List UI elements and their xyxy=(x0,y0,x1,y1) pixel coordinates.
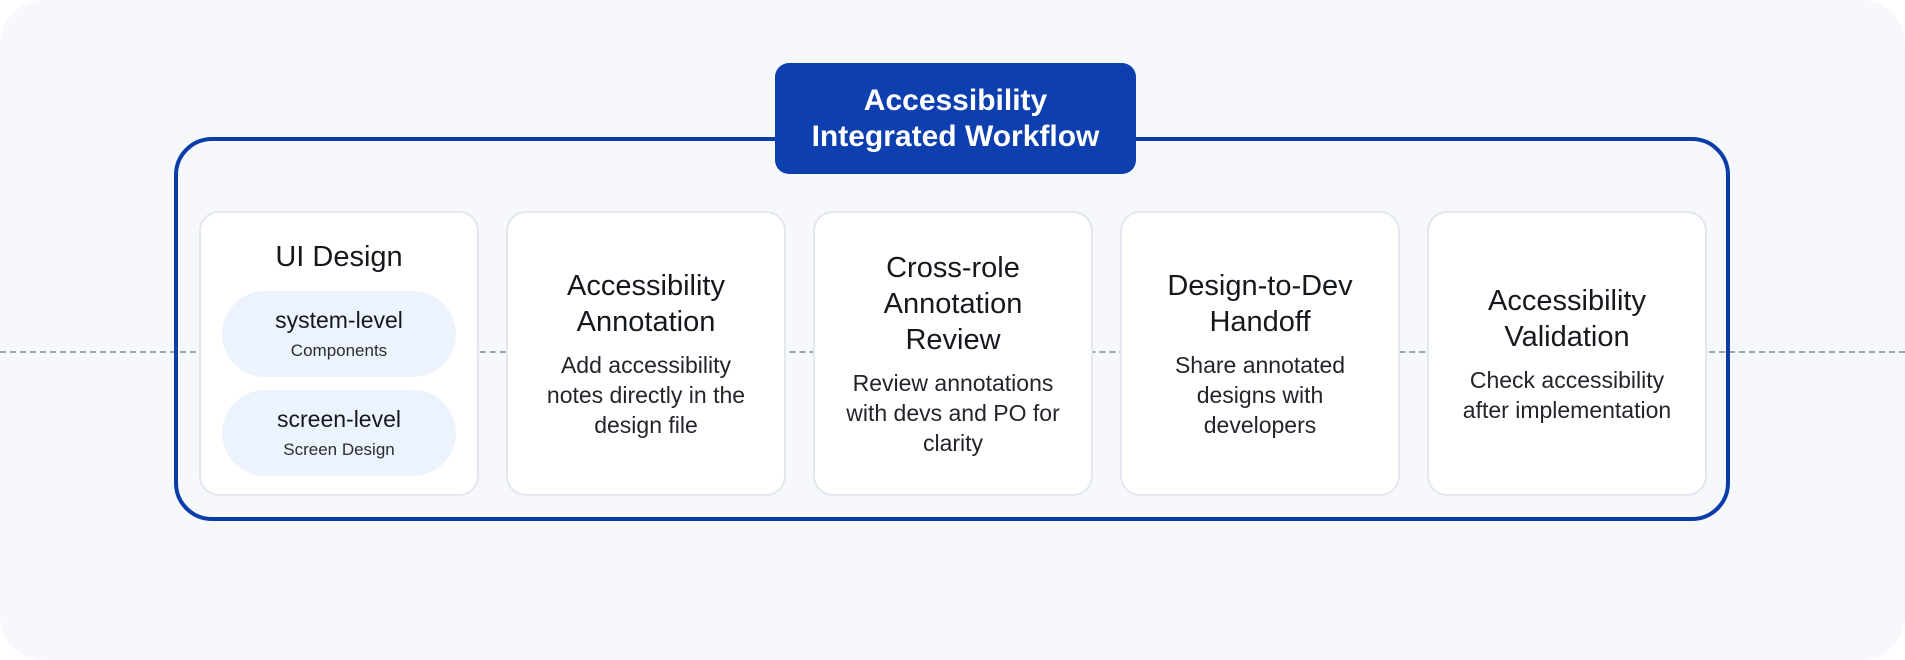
step-title-line: Accessibility xyxy=(567,269,725,302)
pill-title: system-level xyxy=(275,307,403,333)
step-title: Design-to-Dev Handoff xyxy=(1167,268,1352,340)
step-description-line: Share annotated xyxy=(1174,351,1346,378)
step-description: Share annotated designs with developers xyxy=(1175,350,1345,440)
step-title: UI Design xyxy=(275,241,403,273)
step-description-line: after implementation xyxy=(1462,396,1672,423)
pill-subtitle: Screen Design xyxy=(283,440,395,459)
step-title-line: Annotation xyxy=(576,305,716,338)
step-description-line: notes directly in the xyxy=(546,381,746,408)
step-title: Accessibility Annotation xyxy=(567,268,725,340)
step-description-line: Review annotations xyxy=(852,369,1054,396)
workflow-title-line-1: Accessibility xyxy=(863,83,1048,117)
step-title: Cross-role Annotation Review xyxy=(884,250,1023,358)
step-description: Add accessibility notes directly in the … xyxy=(547,350,745,440)
system-level-pill: system-level Components xyxy=(222,291,456,377)
pill-subtitle: Components xyxy=(290,341,388,360)
step-title-line: Handoff xyxy=(1209,305,1311,338)
step-card-accessibility-annotation: Accessibility Annotation Add accessibili… xyxy=(506,211,786,496)
workflow-title-box: Accessibility Integrated Workflow xyxy=(775,63,1136,174)
step-description-line: with devs and PO for xyxy=(846,399,1060,426)
pill-title: screen-level xyxy=(277,406,401,432)
step-card-design-to-dev-handoff: Design-to-Dev Handoff Share annotated de… xyxy=(1120,211,1400,496)
step-description-line: designs with xyxy=(1196,381,1324,408)
step-description-line: design file xyxy=(594,411,698,438)
step-title-line: Cross-role xyxy=(886,251,1020,284)
step-card-cross-role-review: Cross-role Annotation Review Review anno… xyxy=(813,211,1093,496)
screen-level-pill: screen-level Screen Design xyxy=(222,390,456,476)
step-card-accessibility-validation: Accessibility Validation Check accessibi… xyxy=(1427,211,1707,496)
step-description: Review annotations with devs and PO for … xyxy=(846,368,1060,458)
step-title-line: Validation xyxy=(1504,320,1630,353)
step-description: Check accessibility after implementation xyxy=(1463,365,1671,425)
step-card-ui-design: UI Design system-level Components screen… xyxy=(199,211,479,496)
step-description-line: Check accessibility xyxy=(1469,366,1665,393)
step-description-line: developers xyxy=(1203,411,1317,438)
step-description-line: Add accessibility xyxy=(560,351,731,378)
step-title-line: Annotation xyxy=(883,287,1023,320)
step-title: Accessibility Validation xyxy=(1488,283,1646,355)
workflow-title-line-2: Integrated Workflow xyxy=(811,119,1100,153)
step-title-line: Accessibility xyxy=(1488,284,1646,317)
step-title-line: Design-to-Dev xyxy=(1167,269,1353,302)
step-title-line: Review xyxy=(905,323,1001,356)
step-description-line: clarity xyxy=(922,429,984,456)
